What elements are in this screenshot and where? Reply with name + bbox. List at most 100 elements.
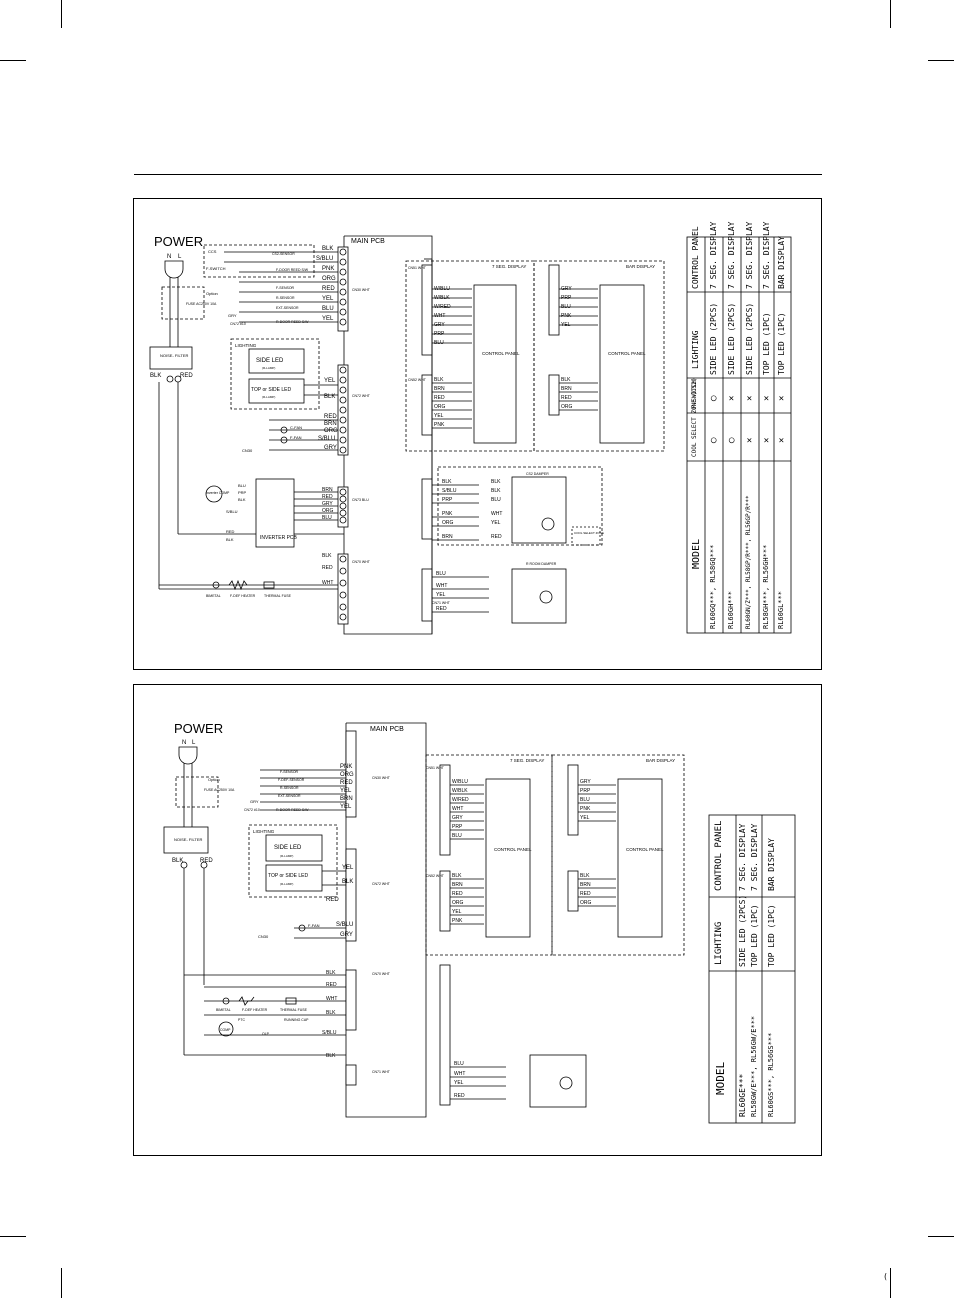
c-fan-icon (280, 426, 288, 434)
svg-text:PNK: PNK (340, 764, 352, 770)
svg-text:F-FAN: F-FAN (290, 435, 302, 440)
svg-text:(R-LAMP): (R-LAMP) (262, 366, 275, 370)
svg-text:RED: RED (322, 494, 333, 500)
svg-text:BRN: BRN (340, 796, 353, 802)
table1-cell: SIDE LED (2PCS) (745, 302, 754, 375)
model-table-2 (708, 814, 796, 1124)
svg-text:TOP or SIDE LED: TOP or SIDE LED (268, 873, 308, 879)
svg-text:WHT: WHT (452, 806, 463, 812)
svg-text:WHT: WHT (436, 583, 447, 589)
table1-cell: SIDE LED (2PCS) (727, 302, 736, 375)
svg-text:F-DOOR REED S/W: F-DOOR REED S/W (276, 268, 309, 272)
svg-text:PNK: PNK (580, 806, 591, 812)
svg-text:BLK: BLK (326, 1010, 336, 1016)
svg-text:CN30: CN30 (258, 934, 269, 939)
svg-text:RED: RED (226, 529, 235, 534)
svg-text:BLK: BLK (580, 873, 590, 879)
bar-control-panel (599, 284, 645, 444)
svg-text:F-DEF-SENSOR: F-DEF-SENSOR (278, 778, 305, 782)
table1-header-fswitch: F-SWITCH (691, 380, 698, 409)
svg-text:CONTROL PANEL: CONTROL PANEL (608, 351, 646, 356)
table2-cell: RL60GS***, RL56GS*** (767, 1032, 775, 1117)
table1-cell: ◯ (709, 437, 719, 443)
table1-cell: RL60GN/Z***, RL58GP/R***, RL56GP/R*** (745, 495, 752, 629)
svg-text:7 SEG. DISPLAY: 7 SEG. DISPLAY (492, 264, 526, 269)
noise-filter (149, 346, 193, 370)
table2-cell: RL60GE*** (738, 1073, 747, 1117)
svg-text:BLU: BLU (580, 797, 590, 803)
svg-text:PRP: PRP (238, 490, 247, 495)
svg-text:CN72 #10: CN72 #10 (230, 322, 246, 326)
svg-text:S/BLU: S/BLU (318, 436, 335, 442)
header-rule (134, 174, 822, 175)
crop-mark (890, 1268, 891, 1298)
table1-cell: BAR DISPLAY (777, 236, 786, 289)
thermal-fuse-icon-2 (285, 997, 297, 1005)
table1-cell: ✕ (777, 395, 787, 401)
seg-cn52-connector (421, 374, 433, 436)
svg-text:BLK: BLK (150, 373, 161, 379)
svg-text:CN72 #10: CN72 #10 (244, 808, 260, 812)
svg-text:GRY: GRY (322, 501, 333, 507)
svg-text:R ROOM DAMPER: R ROOM DAMPER (526, 562, 557, 566)
crop-mark (0, 60, 26, 61)
svg-text:CN73 BLU: CN73 BLU (352, 498, 369, 502)
svg-text:F-SENSOR: F-SENSOR (276, 286, 295, 290)
svg-text:EXT-SENSOR: EXT-SENSOR (276, 306, 299, 310)
table2-cell: SIDE LED (2PCS) (738, 894, 747, 967)
table2-header-control-panel: CONTROL PANEL (714, 820, 724, 891)
svg-text:BLK: BLK (326, 970, 336, 976)
fuse-option-box (161, 286, 205, 320)
table1-cell: ✕ (777, 437, 787, 443)
main-pcb-outline-2 (345, 722, 427, 1118)
svg-text:EXT-SENSOR: EXT-SENSOR (278, 794, 301, 798)
svg-text:CONTROL PANEL: CONTROL PANEL (626, 847, 664, 852)
svg-text:ORG: ORG (580, 900, 592, 906)
svg-text:F-SENSOR: F-SENSOR (280, 770, 299, 774)
svg-text:YEL: YEL (436, 592, 446, 598)
main-pcb-outline (343, 235, 433, 635)
svg-text:ORG: ORG (322, 508, 334, 514)
svg-text:BLU: BLU (238, 483, 246, 488)
svg-text:WHT: WHT (322, 580, 333, 586)
svg-text:S/BLU: S/BLU (226, 509, 238, 514)
svg-text:BLK: BLK (561, 377, 571, 383)
svg-text:GRY: GRY (250, 799, 259, 804)
svg-text:RED: RED (434, 395, 445, 401)
power-label-2: POWER (174, 721, 223, 736)
bimetal-icon (212, 581, 220, 589)
svg-text:ORG: ORG (324, 428, 338, 434)
svg-text:RED: RED (436, 606, 447, 612)
table1-cell: 7 SEG. DISPLAY (727, 221, 736, 289)
f-fan-icon (280, 436, 288, 444)
r-room-damper-motor-icon (539, 590, 553, 604)
bar-control-panel-2 (617, 778, 663, 938)
svg-text:SIDE LED: SIDE LED (256, 358, 284, 364)
cn70-connector (337, 553, 349, 625)
svg-text:YEL: YEL (340, 804, 352, 810)
table2-header-lighting: LIGHTING (714, 921, 724, 965)
svg-text:ORG: ORG (322, 276, 336, 282)
side-led-2 (265, 834, 323, 862)
svg-text:BLK: BLK (324, 394, 335, 400)
svg-text:WHT: WHT (491, 511, 502, 517)
power-plug-icon (178, 746, 198, 765)
main-pcb-label: MAIN PCB (351, 238, 385, 245)
svg-text:BLK: BLK (342, 879, 353, 885)
top-or-side-led (248, 378, 305, 404)
svg-text:LIGHTING: LIGHTING (253, 829, 275, 834)
svg-text:OLP: OLP (262, 1032, 270, 1036)
svg-text:RED: RED (561, 395, 572, 401)
power-plug-icon (164, 260, 184, 279)
svg-text:S/BLU: S/BLU (336, 922, 353, 928)
svg-text:CS2 DAMPER: CS2 DAMPER (526, 472, 549, 476)
svg-text:CN30: CN30 (242, 448, 253, 453)
svg-text:GRY: GRY (340, 932, 353, 938)
svg-text:BLK: BLK (326, 1053, 336, 1059)
svg-text:FUSE AC250V 10A: FUSE AC250V 10A (186, 302, 217, 306)
bar-display-dashed-box-2 (551, 754, 685, 956)
r-room-damper-motor-icon-2 (559, 1076, 573, 1090)
svg-text:BRN: BRN (442, 534, 453, 540)
svg-text:S/BLU: S/BLU (322, 1030, 337, 1036)
svg-text:F-FAN: F-FAN (308, 923, 320, 928)
